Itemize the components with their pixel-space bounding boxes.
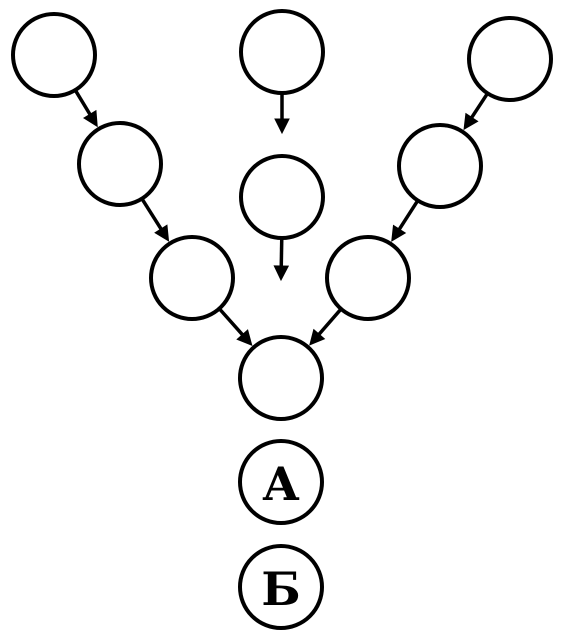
node-top-left [11,12,97,98]
arrow-left-3-to-merge [217,307,253,346]
arrow-head [273,265,290,282]
node-top-center [239,9,325,95]
arrow-center-2-to-merge [273,237,290,282]
node-node-b: Б [238,544,324,630]
node-circle [238,544,324,630]
arrow-right-2-to-right-3 [391,199,420,242]
node-right-3 [325,235,411,321]
node-circle [238,439,324,525]
arrow-shaft [140,197,163,230]
node-circle [149,235,235,321]
arrow-head [83,109,98,128]
node-center-2 [239,154,325,240]
node-label: Б [261,562,300,616]
node-top-right [467,16,553,102]
node-circle [238,335,324,421]
node-circle [239,9,325,95]
arrow-shaft [397,199,420,231]
arrow-head [154,224,170,242]
arrow-top-center-to-center-2 [274,93,290,135]
arrow-shaft [73,89,92,116]
arrow-top-right-to-right-2 [463,92,490,131]
arrow-head [391,224,407,242]
arrow-right-3-to-merge [309,307,343,346]
arrow-shaft [279,237,284,267]
edges-layer [73,89,490,346]
arrow-head [463,112,479,131]
arrow-head [274,118,290,135]
arrow-left-2-to-left-3 [140,197,170,242]
nodes-layer: АБ [11,9,553,630]
node-circle [325,235,411,321]
node-circle [11,12,97,98]
node-circle [467,16,553,102]
node-merge [238,335,324,421]
node-right-2 [397,123,483,209]
arrow-shaft [317,307,343,336]
node-label: А [262,457,300,511]
arrow-head [309,328,326,346]
node-left-2 [77,121,163,207]
node-left-3 [149,235,235,321]
node-circle [397,123,483,209]
arrow-head [236,329,253,346]
arrow-shaft [470,92,490,119]
node-circle [77,121,163,207]
arrow-top-left-to-left-2 [73,89,98,128]
node-circle [239,154,325,240]
arrow-shaft [217,307,244,336]
node-node-a: А [238,439,324,525]
